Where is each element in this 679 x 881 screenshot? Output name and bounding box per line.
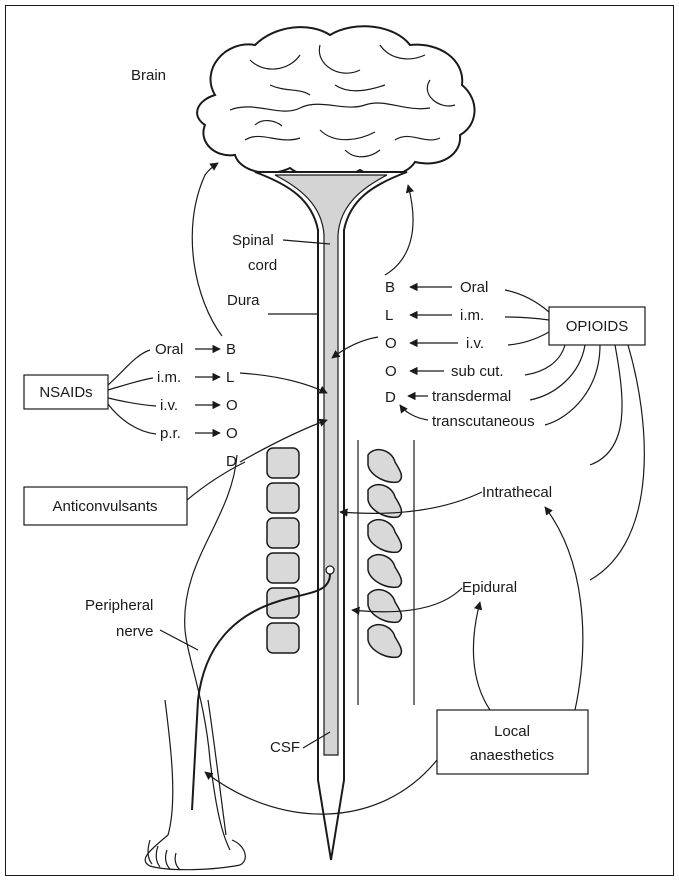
dura-label: Dura bbox=[227, 292, 260, 309]
peripheral-nerve-leader bbox=[160, 630, 198, 650]
spinal-cord-label-1: Spinal bbox=[232, 232, 274, 249]
local-anaesthetics-label-2: anaesthetics bbox=[470, 747, 554, 764]
local-anaesthetics-box bbox=[437, 710, 588, 774]
local-anaesthetics-label-1: Local bbox=[494, 723, 530, 740]
blood-right-o1: O bbox=[385, 335, 397, 352]
blood-left-b: B bbox=[226, 341, 236, 358]
blood-left-o2: O bbox=[226, 425, 238, 442]
left-blood-arrows bbox=[192, 163, 327, 462]
nsaid-connectors bbox=[108, 350, 156, 434]
peripheral-nerve-label-1: Peripheral bbox=[85, 597, 153, 614]
spinous-processes-right bbox=[368, 450, 401, 658]
nsaids-label: NSAIDs bbox=[39, 384, 92, 401]
blood-right-b: B bbox=[385, 279, 395, 296]
peripheral-nerve-label-2: nerve bbox=[116, 623, 154, 640]
opioid-route-transdermal: transdermal bbox=[432, 388, 511, 405]
spinal-cord-label-2: cord bbox=[248, 257, 277, 274]
opioid-route-subcut: sub cut. bbox=[451, 363, 504, 380]
opioid-route-transcutaneous: transcutaneous bbox=[432, 413, 535, 430]
opioid-route-im: i.m. bbox=[460, 307, 484, 324]
nsaid-route-iv: i.v. bbox=[160, 397, 178, 414]
nsaid-route-oral: Oral bbox=[155, 341, 183, 358]
blood-left-o1: O bbox=[226, 397, 238, 414]
brain-illustration bbox=[197, 26, 474, 178]
blood-left-l: L bbox=[226, 369, 234, 386]
brain-label: Brain bbox=[131, 67, 166, 84]
opioid-route-iv: i.v. bbox=[466, 335, 484, 352]
nsaid-arrows bbox=[195, 349, 220, 433]
epidural-label: Epidural bbox=[462, 579, 517, 596]
opioids-label: OPIOIDS bbox=[566, 318, 629, 335]
dorsal-root-ganglion bbox=[326, 566, 334, 574]
blood-right-o2: O bbox=[385, 363, 397, 380]
blood-right-l: L bbox=[385, 307, 393, 324]
blood-right-d: D bbox=[385, 389, 396, 406]
intrathecal-arrow bbox=[340, 492, 482, 513]
nsaid-route-pr: p.r. bbox=[160, 425, 181, 442]
opioid-route-oral: Oral bbox=[460, 279, 488, 296]
intrathecal-label: Intrathecal bbox=[482, 484, 552, 501]
vertebral-column-left bbox=[267, 448, 299, 653]
anticonvulsants-label: Anticonvulsants bbox=[52, 498, 157, 515]
right-blood-to-brain-arrow bbox=[385, 185, 413, 275]
csf-label: CSF bbox=[270, 739, 300, 756]
nsaid-route-im: i.m. bbox=[157, 369, 181, 386]
